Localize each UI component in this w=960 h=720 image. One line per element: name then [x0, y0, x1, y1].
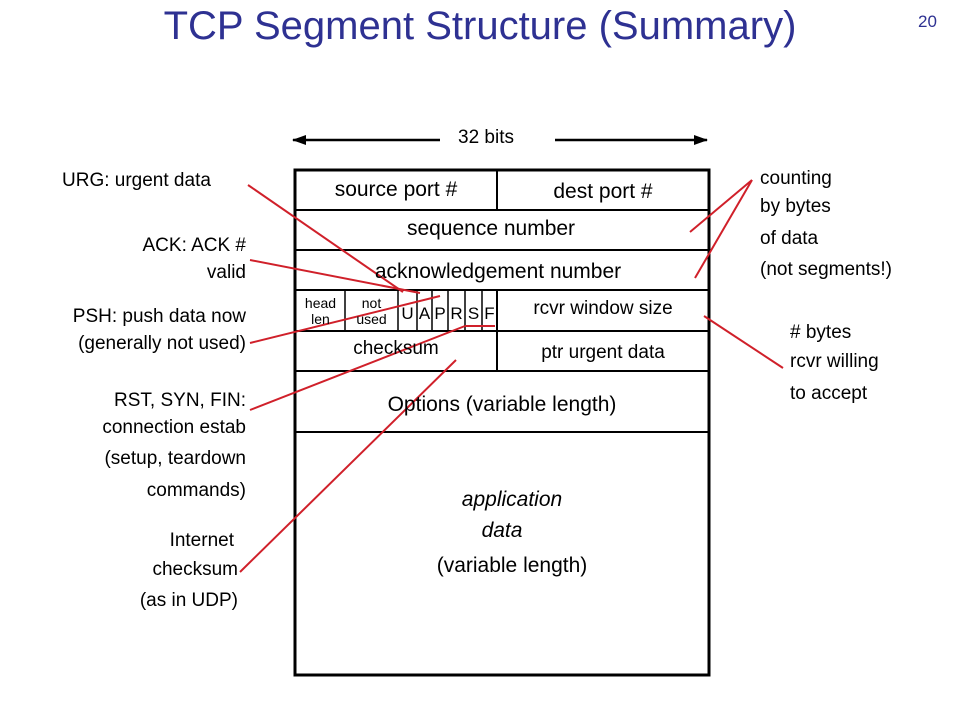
flag-ack: A: [418, 304, 431, 323]
counting-annotation-line-1: counting: [760, 168, 832, 189]
flag-urg: U: [401, 304, 414, 323]
counting-annotation-line-2: by bytes: [760, 196, 831, 217]
psh-line: [249, 295, 441, 344]
not-used-field: not used: [356, 294, 387, 327]
urg-annotation: URG: urgent data: [62, 170, 211, 191]
flag-fin: F: [484, 304, 495, 323]
ack-annotation-line-2: valid: [206, 262, 246, 283]
ack-number-field: acknowledgement number: [374, 260, 622, 283]
app-data-line-1: application: [461, 488, 563, 511]
app-data-line-3: (variable length): [436, 554, 588, 577]
urgent-ptr-field: ptr urgent data: [541, 342, 665, 363]
rst-annotation-line-1: RST, SYN, FIN:: [114, 390, 246, 411]
segment-box: [293, 168, 711, 677]
window-annotation-line-1: # bytes: [790, 322, 852, 343]
head-len-field: head len: [304, 294, 337, 327]
rst-line: [249, 325, 466, 411]
checksum-annotation-line-1: Internet: [169, 530, 234, 551]
window-annotation-line-2: rcvr willing: [790, 351, 879, 372]
sequence-number-field: sequence number: [406, 217, 576, 240]
flag-syn: S: [467, 304, 480, 323]
counting-annotation-line-3: of data: [760, 228, 819, 249]
options-field: Options (variable length): [387, 393, 617, 416]
page-number: 20: [918, 12, 937, 31]
counting-annotation-line-4: (not segments!): [760, 259, 892, 280]
page-title: TCP Segment Structure (Summary): [163, 4, 797, 48]
counting-line-1: [689, 179, 753, 233]
window-annotation-line-3: to accept: [790, 383, 868, 404]
app-data-line-2: data: [481, 519, 523, 542]
flag-rst: R: [450, 304, 463, 323]
psh-annotation-line-2: (generally not used): [78, 333, 246, 354]
psh-annotation-line-1: PSH: push data now: [72, 306, 246, 327]
urg-line: [247, 184, 404, 293]
checksum-field: checksum: [353, 338, 439, 359]
ack-line: [249, 259, 421, 294]
rst-annotation-line-2: connection estab: [102, 417, 246, 438]
rst-annotation-line-4: commands): [146, 480, 246, 501]
counting-line-2: [694, 179, 753, 279]
checksum-annotation-line-2: checksum: [152, 559, 238, 580]
rcvr-window-field: rcvr window size: [533, 298, 673, 319]
checksum-line: [239, 359, 457, 573]
rst-annotation-line-3: (setup, teardown: [104, 448, 246, 469]
checksum-annotation-line-3: (as in UDP): [139, 590, 238, 611]
window-line: [703, 315, 784, 369]
source-port-field: source port #: [334, 178, 458, 201]
flag-psh: P: [434, 304, 446, 323]
ack-annotation-line-1: ACK: ACK #: [142, 235, 247, 256]
dest-port-field: dest port #: [553, 180, 653, 203]
width-label: 32 bits: [458, 127, 514, 148]
